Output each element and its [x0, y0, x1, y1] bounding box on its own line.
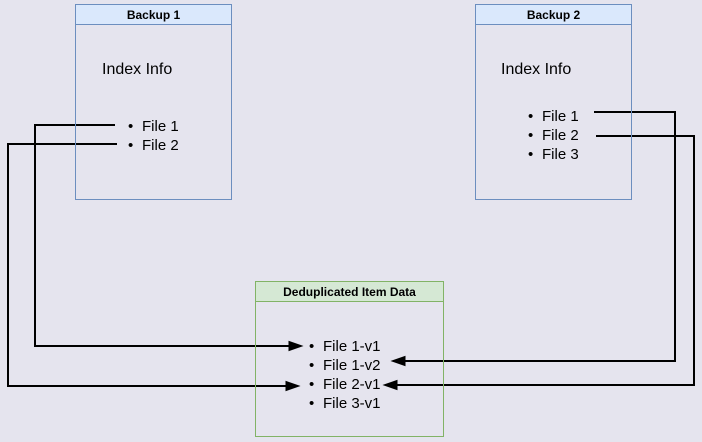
backup2-title: Backup 2 — [476, 5, 631, 25]
backup1-box: Backup 1 Index Info File 1 File 2 — [75, 4, 232, 200]
backup1-file-item: File 1 — [128, 117, 179, 136]
backup2-file-item: File 1 — [528, 107, 579, 126]
backup2-file-item: File 2 — [528, 126, 579, 145]
backup1-index-info-label: Index Info — [102, 61, 173, 78]
backup1-file-list: File 1 File 2 — [128, 117, 179, 155]
dedup-item: File 1-v1 — [309, 337, 380, 356]
dedup-item: File 1-v2 — [309, 356, 380, 375]
backup2-file-item: File 3 — [528, 145, 579, 164]
backup1-title: Backup 1 — [76, 5, 231, 25]
dedup-item: File 3-v1 — [309, 394, 380, 413]
backup1-file-item: File 2 — [128, 136, 179, 155]
backup2-file-list: File 1 File 2 File 3 — [528, 107, 579, 164]
dedup-box: Deduplicated Item Data File 1-v1 File 1-… — [255, 281, 444, 437]
dedup-title: Deduplicated Item Data — [256, 282, 443, 302]
dedup-item: File 2-v1 — [309, 375, 380, 394]
dedup-item-list: File 1-v1 File 1-v2 File 2-v1 File 3-v1 — [309, 337, 380, 413]
backup2-box: Backup 2 Index Info File 1 File 2 File 3 — [475, 4, 632, 200]
backup2-index-info-label: Index Info — [501, 61, 572, 78]
